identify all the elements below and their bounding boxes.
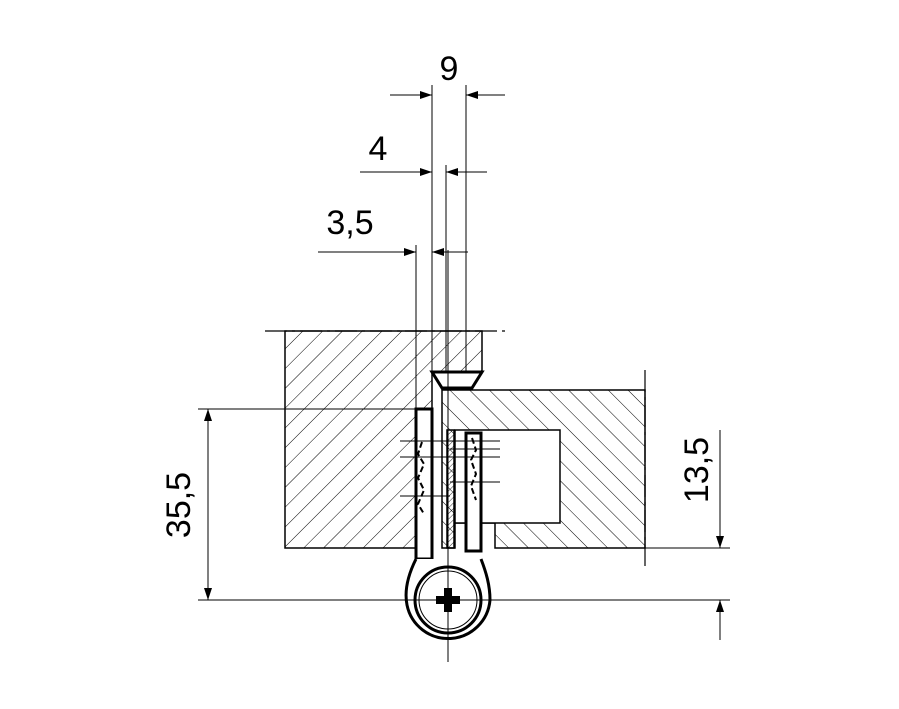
hinge-body (400, 407, 500, 561)
extension-lines (198, 85, 730, 601)
dim-label-9: 9 (440, 50, 459, 88)
dim-label-13-5: 13,5 (678, 437, 716, 503)
countersink (429, 370, 485, 390)
dim-label-3-5: 3,5 (326, 204, 373, 242)
dim-label-4: 4 (369, 130, 388, 168)
dim-label-35-5: 35,5 (160, 472, 198, 538)
